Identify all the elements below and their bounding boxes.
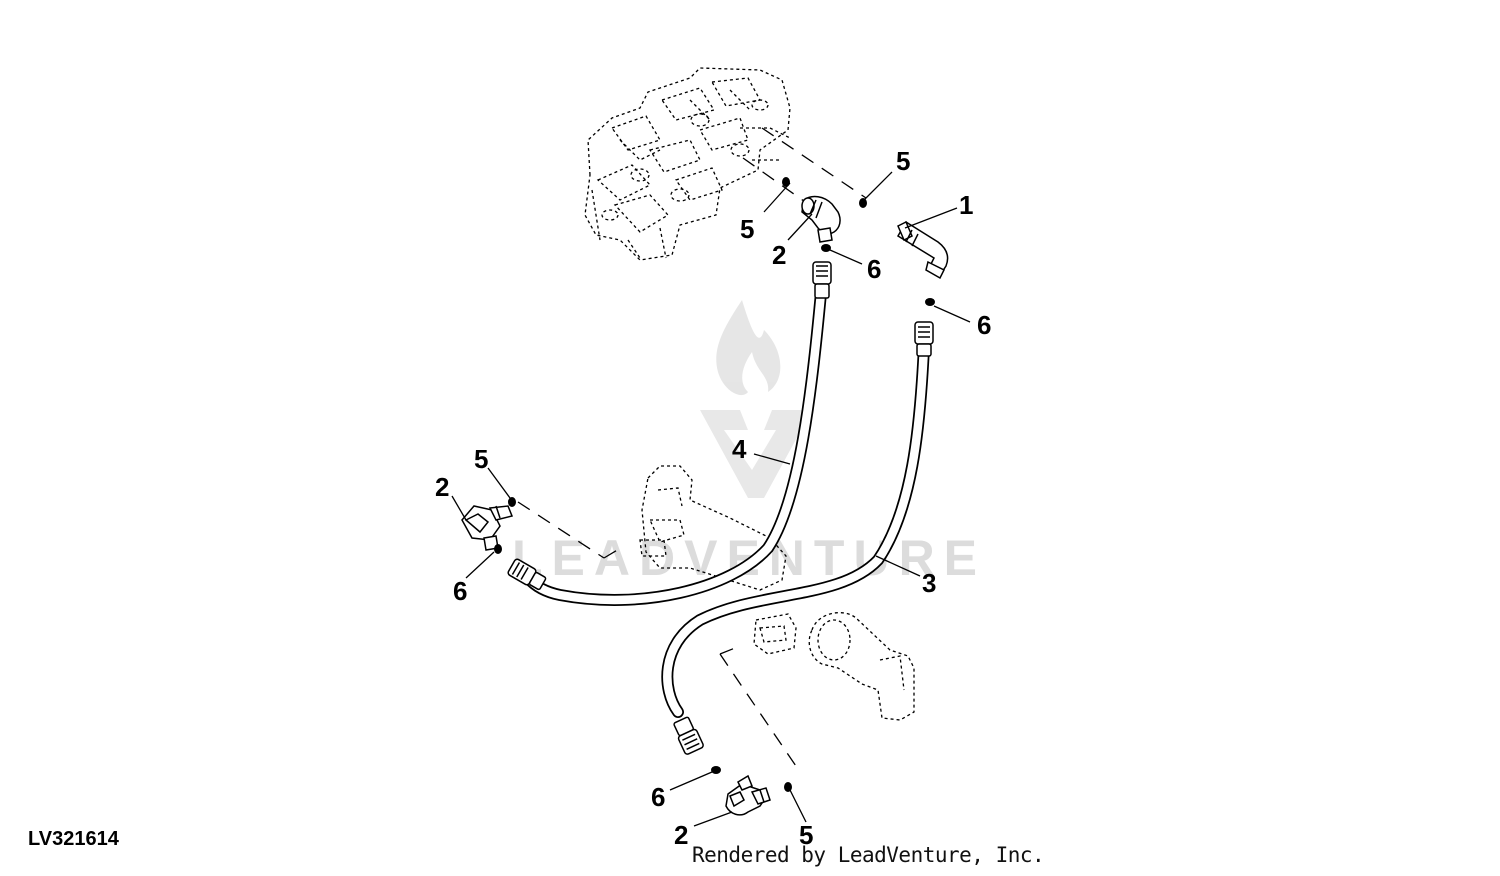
callout-labels: 1 5 5 2 6 6 4 3 5 2 6 6 2 5 [435,146,991,850]
callout-5-top: 5 [896,146,910,176]
figure-id: LV321614 [28,828,119,850]
fitting-2-left [461,505,514,551]
callout-5-left: 5 [474,444,488,474]
render-credit: Rendered by LeadVenture, Inc. [692,843,1045,867]
hose-3 [661,340,930,718]
callout-2-left: 2 [435,472,449,502]
fitting-1 [896,220,949,280]
callout-2-bottom: 2 [674,820,688,850]
callout-6-bottom: 6 [651,782,665,812]
callout-4: 4 [732,434,747,464]
callout-3: 3 [922,568,936,598]
callout-1: 1 [959,190,973,220]
leader-lines [451,171,971,827]
callout-6-valve: 6 [867,254,881,284]
callout-5-bottom: 5 [799,820,813,850]
hose-4-bottom-end [507,558,547,591]
callout-5-valve: 5 [740,214,754,244]
alignment-lines [517,127,867,773]
hose-3-top-end [914,321,934,357]
fitting-2-bottom [725,774,771,816]
control-valve-ghost [584,67,791,261]
fitting-2-valve [801,195,841,243]
callout-2-valve: 2 [772,240,786,270]
watermark-text: LEADVENTURE [512,530,986,586]
hose-4 [522,276,828,606]
hose-4-top-end [812,261,832,299]
upper-cylinder-ghost [639,465,787,591]
callout-6-left: 6 [453,576,467,606]
callout-6-right: 6 [977,310,991,340]
hose-3-bottom-end [673,716,704,755]
lower-cylinder-ghost [753,612,915,721]
